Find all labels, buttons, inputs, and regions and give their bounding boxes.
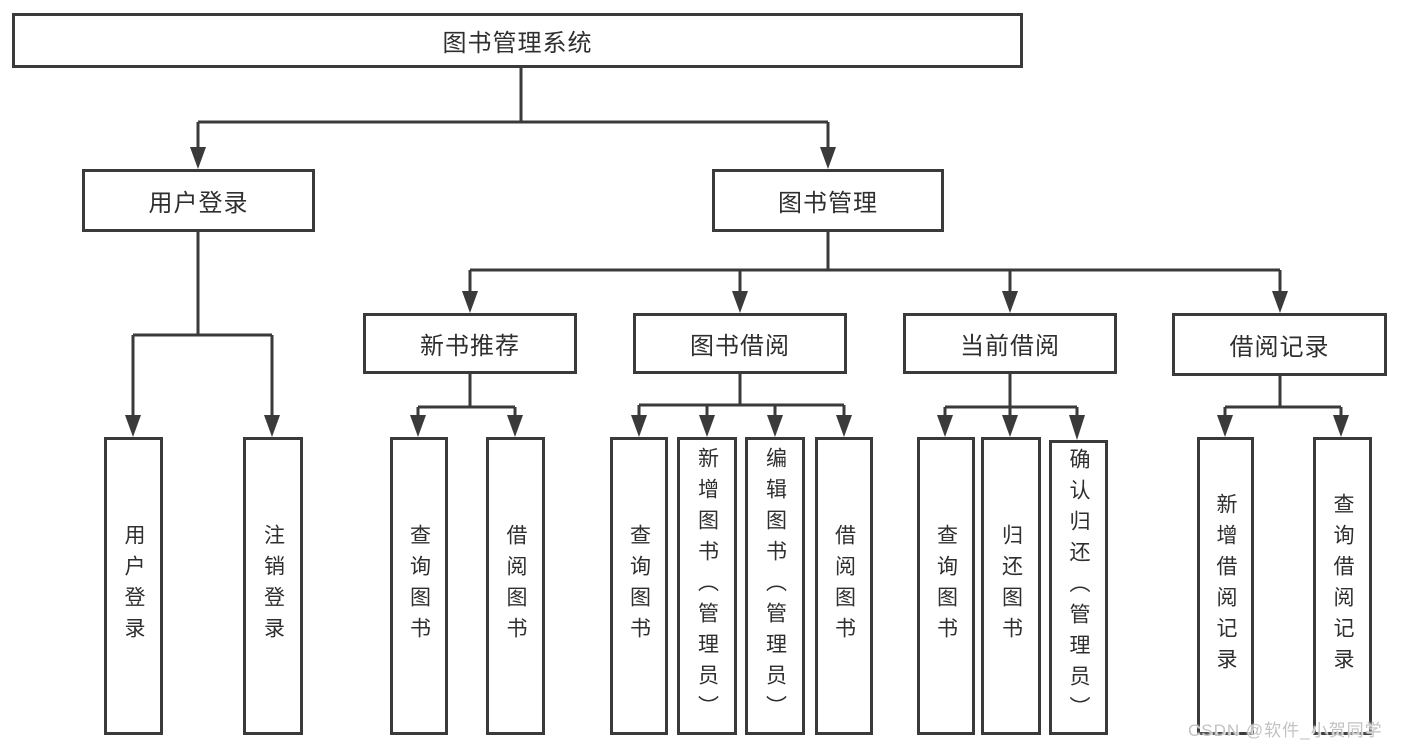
leaf-borrow-book-recommend: 借阅图书: [486, 437, 545, 735]
leaf-add-borrow-record: 新增借阅记录: [1197, 437, 1254, 735]
node-current-borrow: 当前借阅: [903, 313, 1117, 374]
node-user-login: 用户登录: [82, 169, 315, 232]
leaf-logout-login: 注销登录: [243, 437, 303, 735]
node-book-management: 图书管理: [712, 169, 944, 232]
node-new-book-recommend: 新书推荐: [363, 313, 577, 374]
leaf-query-book-recommend: 查询图书: [390, 437, 448, 735]
leaf-user-login: 用户登录: [104, 437, 163, 735]
leaf-query-book-current: 查询图书: [917, 437, 975, 735]
leaf-return-book: 归还图书: [981, 437, 1041, 735]
arrowheads: [125, 147, 1349, 440]
csdn-watermark: CSDN @软件_小贺同学: [1188, 721, 1383, 740]
node-borrow-record: 借阅记录: [1172, 313, 1387, 376]
leaf-borrow-book: 借阅图书: [815, 437, 873, 735]
leaf-query-book-borrow: 查询图书: [610, 437, 668, 735]
node-library-system: 图书管理系统: [12, 13, 1023, 68]
leaf-confirm-return-admin: 确认归还（管理员）: [1049, 440, 1108, 735]
leaf-add-book-admin: 新增图书（管理员）: [677, 437, 737, 735]
node-book-borrow: 图书借阅: [633, 313, 847, 374]
leaf-edit-book-admin: 编辑图书（管理员）: [745, 437, 805, 735]
leaf-query-borrow-record: 查询借阅记录: [1313, 437, 1372, 735]
